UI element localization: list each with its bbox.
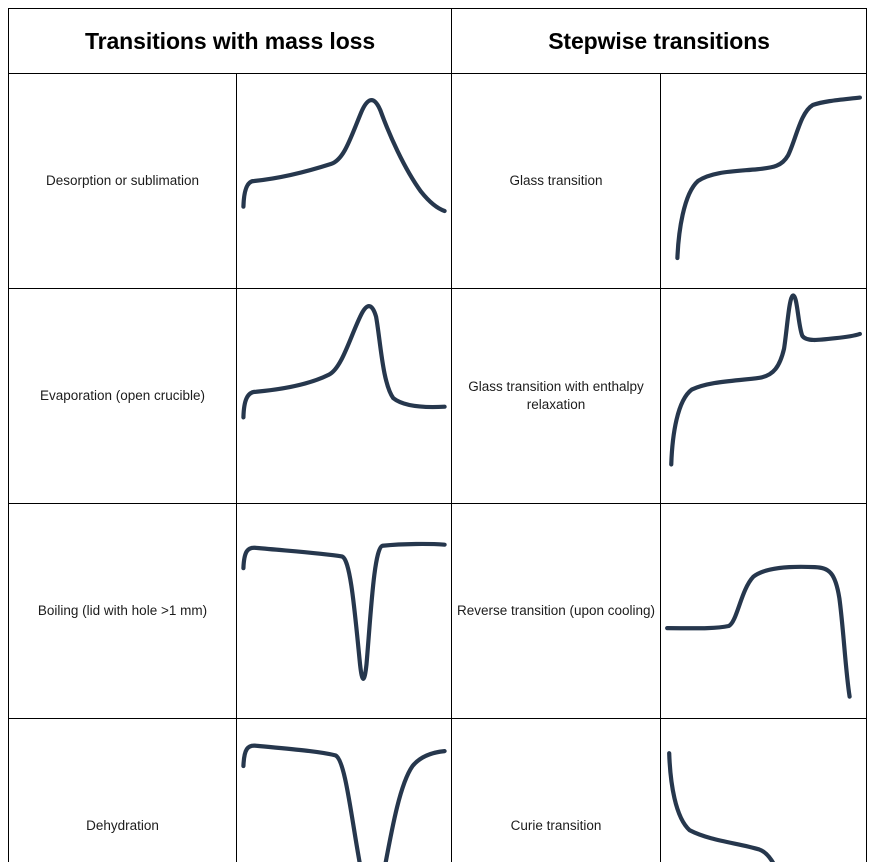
evaporation-open-crucible-curve xyxy=(237,289,451,503)
row-label: Reverse transition (upon cooling) xyxy=(456,602,656,618)
desorption-or-sublimation-curve xyxy=(237,74,451,288)
label-cell-desorption-or-sublimation: Desorption or sublimation xyxy=(8,72,237,290)
table-row: Boiling (lid with hole >1 mm) Reverse tr… xyxy=(8,503,868,720)
curve-cell-evaporation-open-crucible xyxy=(235,288,453,505)
reverse-transition-upon-cooling-curve xyxy=(661,504,866,718)
curve-cell-curie-transition xyxy=(660,718,868,862)
row-label: Curie transition xyxy=(510,817,602,833)
curve-cell-reverse-transition-upon-cooling xyxy=(660,503,868,720)
table-row: Evaporation (open crucible) Glass transi… xyxy=(8,288,868,505)
label-cell-curie-transition: Curie transition xyxy=(451,718,662,862)
boiling-lid-with-hole-curve xyxy=(237,504,451,718)
curve-cell-boiling-lid-with-hole xyxy=(235,503,453,720)
row-label: Boiling (lid with hole >1 mm) xyxy=(37,602,208,618)
row-label: Desorption or sublimation xyxy=(45,172,200,188)
curve-cell-desorption-or-sublimation xyxy=(235,72,453,290)
header-stepwise-transitions: Stepwise transitions xyxy=(451,8,868,74)
curie-transition-curve xyxy=(661,719,866,862)
transitions-comparison-table: Transitions with mass loss Stepwise tran… xyxy=(7,8,868,862)
row-label: Evaporation (open crucible) xyxy=(39,387,206,403)
curve-cell-glass-transition xyxy=(660,72,868,290)
label-cell-glass-transition-enthalpy-relaxation: Glass transition with enthalpy relaxatio… xyxy=(451,288,662,505)
label-cell-reverse-transition-upon-cooling: Reverse transition (upon cooling) xyxy=(451,503,662,720)
glass-transition-with-enthalpy-relaxation-curve xyxy=(661,289,866,503)
label-cell-dehydration: Dehydration xyxy=(8,718,237,862)
row-label: Glass transition with enthalpy relaxatio… xyxy=(468,378,644,413)
label-cell-evaporation-open-crucible: Evaporation (open crucible) xyxy=(8,288,237,505)
table-header-row: Transitions with mass loss Stepwise tran… xyxy=(7,8,868,74)
label-cell-glass-transition: Glass transition xyxy=(451,72,662,290)
glass-transition-curve xyxy=(661,74,866,288)
row-label: Dehydration xyxy=(86,817,159,833)
header-transitions-with-mass-loss: Transitions with mass loss xyxy=(7,8,453,74)
table-row: Dehydration Curie transition xyxy=(8,718,868,862)
table-row: Desorption or sublimation Glass transiti… xyxy=(8,72,868,290)
curve-cell-dehydration xyxy=(235,718,453,862)
label-cell-boiling-lid-with-hole: Boiling (lid with hole >1 mm) xyxy=(8,503,237,720)
dehydration-curve xyxy=(237,719,451,862)
row-label: Glass transition xyxy=(509,172,603,188)
curve-cell-glass-transition-enthalpy-relaxation xyxy=(660,288,868,505)
